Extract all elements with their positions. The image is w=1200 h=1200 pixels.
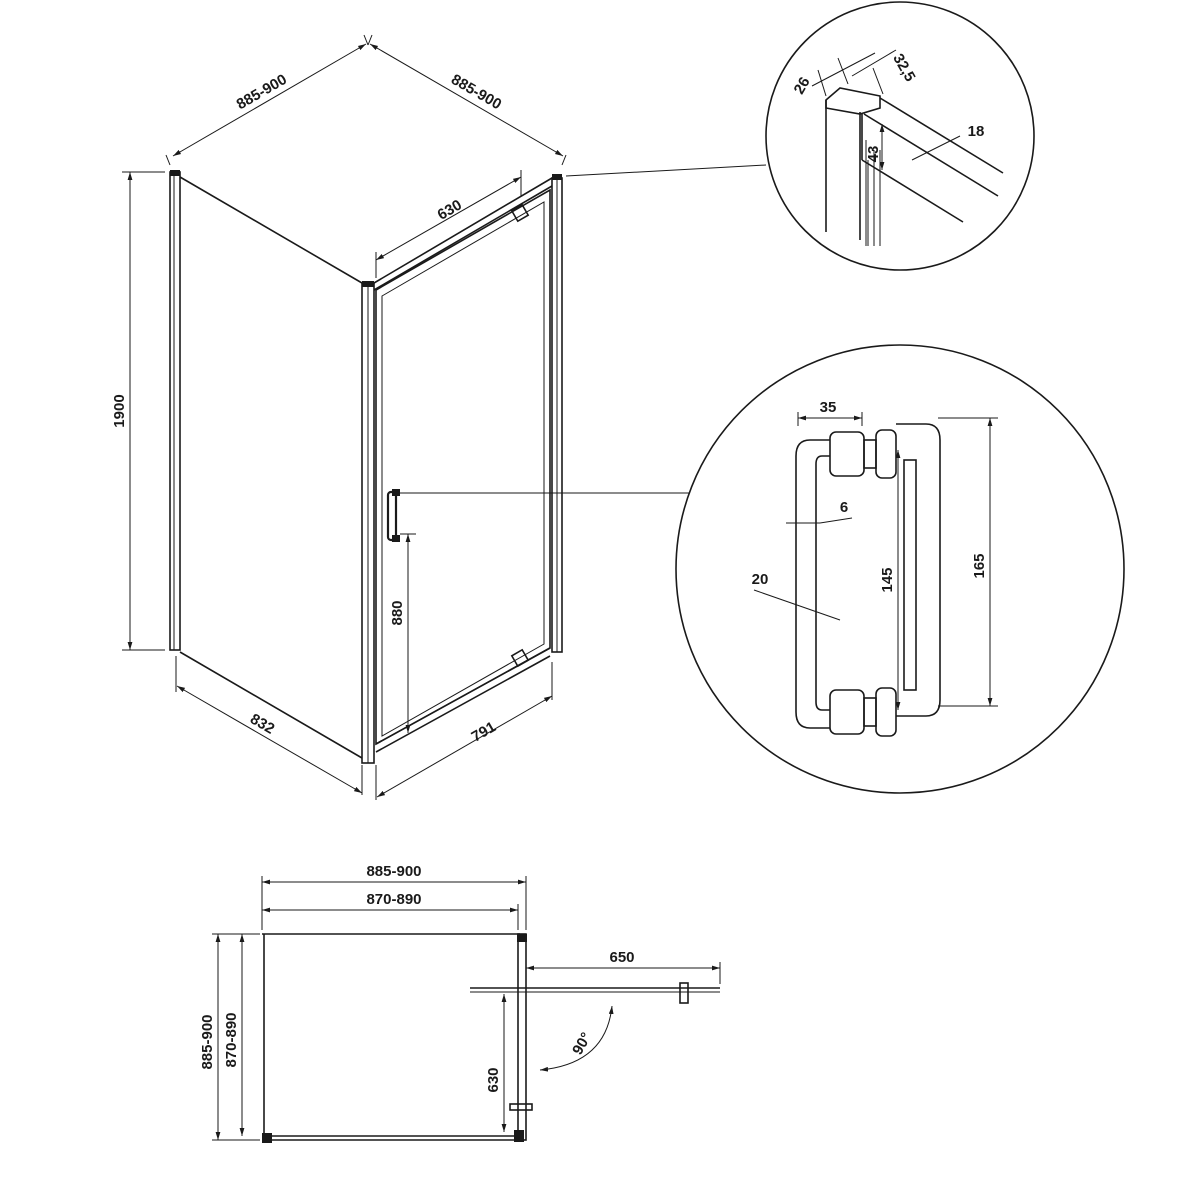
dim-top-right-label: 885-900: [448, 71, 504, 113]
dim-6-label: 6: [840, 499, 848, 516]
dim-top-left: 885-900: [165, 34, 369, 166]
plan-inner-depth-label: 870-890: [223, 1012, 240, 1067]
plan-door-open-label: 650: [609, 949, 634, 966]
dim-26-label: 26: [791, 74, 814, 97]
plan-angle-label: 90°: [569, 1030, 595, 1058]
plan-outer-width-label: 885-900: [366, 863, 421, 880]
dim-35-label: 35: [820, 399, 837, 416]
plan-view: 90° 885-900 870-890 885-900 870-890 650 …: [199, 863, 721, 1143]
dim-145-label: 145: [879, 567, 896, 592]
plan-inner-width-label: 870-890: [366, 891, 421, 908]
door-frame: [375, 188, 551, 753]
dim-bottom-left-label: 832: [247, 710, 277, 737]
plan-door-panel-label: 630: [485, 1067, 502, 1092]
corner-post: [361, 282, 375, 764]
wall-post: [551, 177, 563, 653]
dim-18-label: 18: [968, 123, 985, 140]
side-panel: [169, 171, 363, 759]
dim-height-label: 1900: [111, 394, 128, 427]
door-handle: [386, 489, 400, 542]
isometric-view: 885-900 885-900 1900 630 880: [111, 34, 767, 800]
dim-door-label: 630: [435, 196, 465, 223]
plan-outer-depth-label: 885-900: [199, 1014, 216, 1069]
dim-bottom-left: 832: [175, 656, 363, 795]
dim-32-5-label: 32,5: [889, 51, 918, 85]
dim-43-label: 43: [865, 146, 882, 163]
dim-top-right: 885-900: [367, 34, 567, 166]
dim-height: 1900: [111, 171, 165, 651]
dim-top-left-label: 885-900: [234, 71, 290, 113]
dim-handle-height: 880: [389, 533, 416, 733]
detail-top-rail: 26 32,5 18 43: [765, 1, 1035, 271]
dim-door: 630: [375, 170, 522, 278]
dim-bottom-right: 791: [375, 662, 553, 800]
detail-handle: 35 6 20 145 165: [675, 344, 1125, 794]
dim-165-label: 165: [971, 553, 988, 578]
dim-20-label: 20: [752, 571, 769, 588]
dim-handle-height-label: 880: [389, 600, 406, 625]
